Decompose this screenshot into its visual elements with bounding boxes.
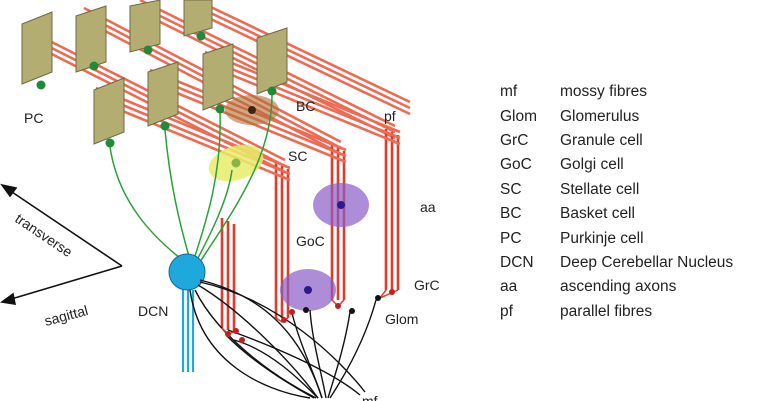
basket-cell [225, 95, 279, 125]
stellate-cell [208, 144, 264, 182]
purkinje-cell [93, 77, 125, 148]
golgi-cells [280, 183, 369, 311]
legend-row: GrC Granule cell [500, 129, 762, 153]
purkinje-cell [183, 0, 213, 41]
legend-desc: Granule cell [560, 131, 643, 149]
legend-abbr: PC [500, 229, 522, 247]
golgi-cell [313, 183, 369, 227]
legend-abbr: DCN [500, 253, 534, 271]
legend-desc: Basket cell [560, 205, 635, 223]
purkinje-cell [129, 0, 161, 55]
legend-row: pf parallel fibres [500, 300, 762, 324]
legend-desc: Purkinje cell [560, 229, 644, 247]
legend-desc: Stellate cell [560, 180, 640, 198]
mossy-fibres [189, 279, 377, 399]
label-grc: GrC [414, 277, 440, 293]
legend-row: GoC Golgi cell [500, 153, 762, 177]
purkinje-cell [256, 27, 288, 96]
legend-abbr: aa [500, 278, 518, 296]
legend-desc: Glomerulus [560, 107, 640, 125]
label-goc: GoC [296, 233, 325, 249]
purkinje-cell [21, 11, 53, 90]
purkinje-cells [21, 0, 288, 148]
label-glom: Glom [385, 311, 418, 327]
label-pc: PC [24, 110, 43, 126]
legend-row: BC Basket cell [500, 202, 762, 226]
dcn-outputs [181, 290, 195, 372]
legend-desc: parallel fibres [560, 302, 653, 320]
cerebellum-diagram: PC BC pf SC aa GoC GrC Glom DCN mf trans… [0, 0, 440, 401]
orientation-arrows [0, 183, 123, 305]
glomeruli [221, 289, 399, 343]
legend-row: aa ascending axons [500, 275, 762, 299]
legend-abbr: GrC [500, 131, 529, 149]
legend-desc: Golgi cell [560, 156, 624, 174]
ascending-axons [220, 129, 400, 332]
legend-row: DCN Deep Cerebellar Nucleus [500, 251, 762, 275]
legend-abbr: GoC [500, 156, 532, 174]
label-dcn: DCN [138, 303, 168, 319]
label-aa: aa [420, 199, 436, 215]
legend-desc: mossy fibres [560, 83, 647, 101]
label-pf: pf [384, 108, 396, 124]
purkinje-cell [75, 5, 107, 73]
label-mf: mf [362, 393, 378, 401]
label-sagittal: sagittal [43, 302, 90, 329]
purkinje-cell [202, 43, 234, 114]
aa-group-3 [384, 129, 400, 290]
pc-axons [109, 94, 273, 263]
label-bc: BC [296, 98, 315, 114]
legend-abbr: mf [500, 83, 518, 101]
dcn-cell [168, 253, 206, 291]
legend-row: PC Purkinje cell [500, 226, 762, 250]
legend-row: mf mossy fibres [500, 80, 762, 104]
pf-bundle-4 [195, 0, 411, 116]
label-transverse: transverse [12, 210, 75, 260]
label-sc: SC [288, 148, 307, 164]
legend-row: Glom Glomerulus [500, 104, 762, 128]
golgi-cell [280, 269, 336, 311]
legend-desc: ascending axons [560, 278, 677, 296]
aa-group-1 [220, 163, 290, 332]
legend-abbr: pf [500, 302, 513, 320]
legend-desc: Deep Cerebellar Nucleus [560, 253, 734, 271]
legend-row: SC Stellate cell [500, 178, 762, 202]
legend-abbr: Glom [500, 107, 538, 125]
purkinje-cell [147, 61, 179, 131]
legend-abbr: BC [500, 205, 522, 223]
legend-abbr: SC [500, 180, 522, 198]
